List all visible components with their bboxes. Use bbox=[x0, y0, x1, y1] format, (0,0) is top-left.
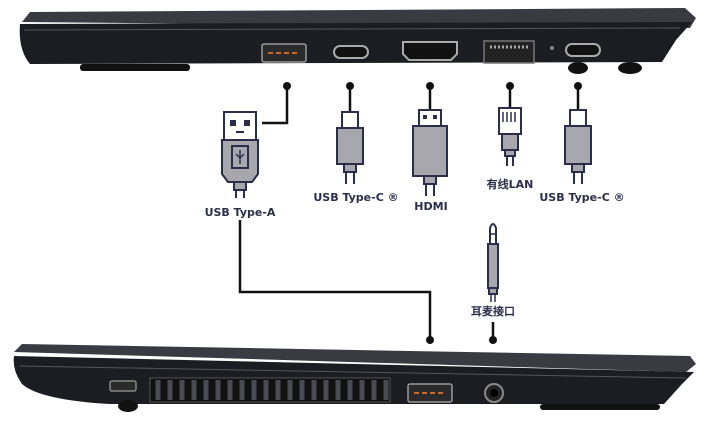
usb-a-connector bbox=[221, 111, 259, 198]
lan-port bbox=[483, 40, 535, 64]
hdmi-port bbox=[402, 41, 458, 61]
usb-c-connector-2 bbox=[564, 109, 592, 184]
label-usb-type-a: USB Type-A bbox=[205, 206, 276, 219]
usb-c-port-2 bbox=[565, 43, 601, 57]
hdmi-connector bbox=[412, 109, 448, 196]
connection-lines bbox=[238, 82, 582, 344]
laptop-bottom-view bbox=[13, 344, 696, 412]
label-usb-type-c-1: USB Type-C ® bbox=[313, 191, 398, 204]
vent-grille bbox=[149, 377, 391, 403]
label-usb-type-c-2: USB Type-C ® bbox=[539, 191, 624, 204]
laptop-top-view bbox=[19, 8, 696, 74]
usb-c-connector-1 bbox=[336, 111, 364, 184]
label-audio: 耳麦接口 bbox=[471, 304, 515, 318]
label-lan: 有线LAN bbox=[487, 177, 534, 191]
lan-connector bbox=[498, 107, 522, 166]
usb-c-port-1 bbox=[333, 45, 369, 59]
lock-slot bbox=[109, 380, 137, 392]
label-hdmi: HDMI bbox=[414, 200, 447, 213]
audio-jack-connector bbox=[487, 223, 499, 302]
